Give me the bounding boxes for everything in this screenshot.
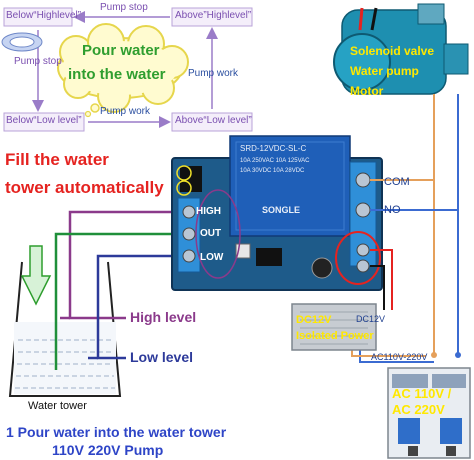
dc-label: DC12V bbox=[296, 314, 332, 326]
high-level-label: High level bbox=[130, 309, 197, 325]
relay-model-label: SRD-12VDC-SL-C bbox=[240, 144, 307, 153]
circuit-breaker bbox=[387, 367, 471, 459]
flow-label-pump-work-right: Pump work bbox=[188, 68, 239, 79]
pump-label-line3: Motor bbox=[350, 84, 384, 98]
flow-label-below-high: Below“Highlevel” bbox=[6, 10, 82, 21]
water-tower-label: Water tower bbox=[28, 400, 87, 412]
chip bbox=[256, 248, 282, 266]
probe-highlight bbox=[195, 189, 241, 279]
relay-board bbox=[171, 135, 383, 291]
heading-line1: Fill the water bbox=[5, 150, 109, 169]
flow-label-pump-work-bottom: Pump work bbox=[100, 106, 151, 117]
dc-isolated-label: Isolated Power bbox=[296, 330, 374, 342]
cloud-text-line1: Pour water bbox=[82, 42, 160, 59]
terminal-label-out: OUT bbox=[200, 228, 222, 239]
wire-out bbox=[54, 232, 196, 370]
flow-box-above-low bbox=[171, 112, 253, 132]
pump-label-line1: Solenoid valve bbox=[350, 44, 435, 58]
contact-label-no: NO bbox=[384, 204, 401, 216]
flow-label-pump-stop-left: Pump stop bbox=[14, 56, 62, 67]
water-tower bbox=[8, 245, 122, 397]
wire-dc-pos bbox=[370, 249, 393, 310]
flow-label-pump-stop-top: Pump stop bbox=[100, 2, 148, 13]
flow-label-above-high: Above”Highlevel” bbox=[175, 10, 252, 21]
flow-box-below-high bbox=[3, 7, 73, 27]
dc-input-highlight bbox=[335, 231, 381, 285]
flow-label-above-low: Above“Low level” bbox=[175, 115, 252, 126]
caption-line2: 110V 220V Pump bbox=[52, 442, 164, 458]
contact-label-com: COM bbox=[384, 176, 410, 188]
relay-rating-1: 10A 250VAC 10A 125VAC bbox=[240, 158, 310, 164]
flow-label-below-low: Below“Low level” bbox=[6, 115, 82, 126]
low-level-label: Low level bbox=[130, 349, 194, 365]
flow-box-above-high bbox=[171, 7, 253, 27]
led-highlight-1 bbox=[176, 165, 192, 181]
dc-label-side: DC12V bbox=[356, 314, 386, 324]
fill-arrow-icon bbox=[20, 245, 52, 306]
wire-low bbox=[96, 254, 196, 360]
capacitor bbox=[311, 257, 333, 279]
caption-line1: 1 Pour water into the water tower bbox=[6, 424, 227, 440]
water-pump bbox=[333, 3, 469, 95]
breaker-label-line1: AC 110V / bbox=[392, 386, 452, 401]
cloud-text-line2: into the water bbox=[68, 66, 166, 83]
relay-cube bbox=[229, 135, 351, 237]
wire-dc-neg bbox=[370, 265, 385, 310]
breaker-label-line2: AC 220V bbox=[392, 402, 445, 417]
flowchart bbox=[1, 7, 253, 132]
cloud-shape bbox=[57, 23, 189, 118]
probe-wires bbox=[54, 210, 196, 370]
flow-box-below-low bbox=[3, 112, 85, 132]
terminal-label-low: LOW bbox=[200, 252, 224, 263]
ac-input-label: AC110V-220V bbox=[371, 352, 428, 362]
led-highlight-2 bbox=[176, 180, 192, 196]
brand-logo bbox=[1, 32, 43, 52]
relay-rating-2: 10A 30VDC 10A 28VDC bbox=[240, 168, 305, 174]
pump-label-line2: Water pump bbox=[350, 64, 419, 78]
dc-power-supply bbox=[291, 303, 377, 351]
pin-header bbox=[180, 166, 202, 192]
terminal-label-high: HIGH bbox=[196, 206, 221, 217]
heading-line2: tower automatically bbox=[5, 178, 164, 197]
relay-brand-label: SONGLE bbox=[262, 205, 301, 215]
